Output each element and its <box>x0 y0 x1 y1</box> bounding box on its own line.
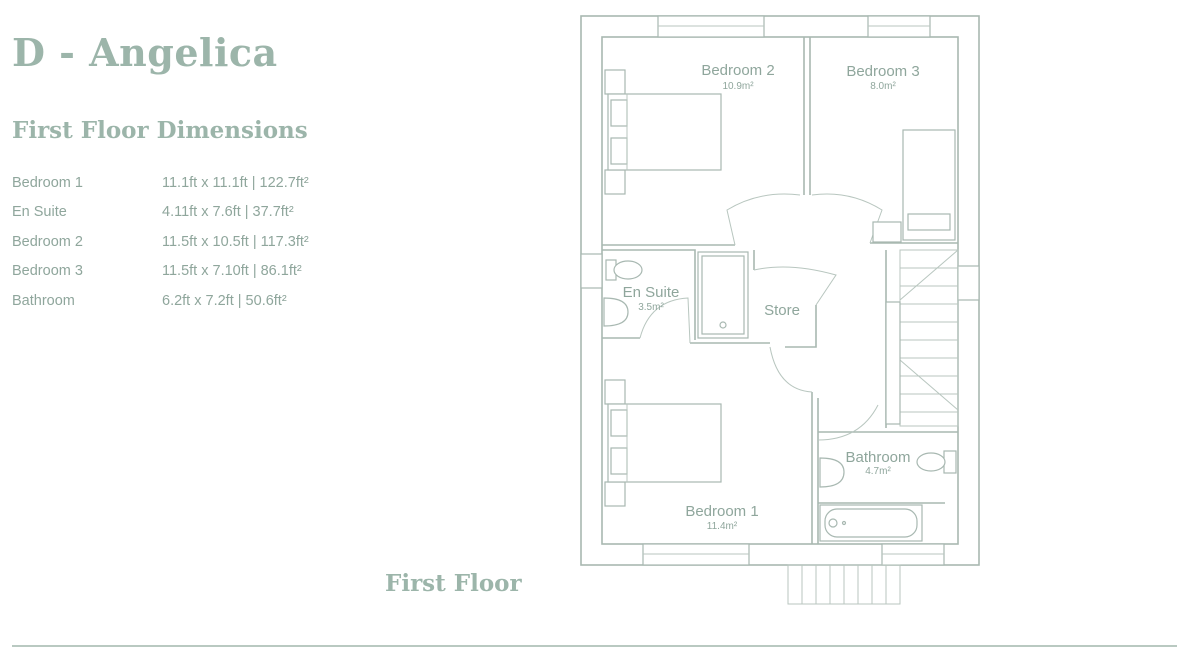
page-title: D - Angelica <box>12 30 278 75</box>
room-area-bedroom-2: 10.9m² <box>722 81 754 92</box>
door-swings <box>639 193 883 441</box>
dimensions-table: Bedroom 1 11.1ft x 11.1ft | 122.7ft² En … <box>12 168 372 316</box>
windows <box>580 15 980 566</box>
bedroom-2-furniture <box>604 69 722 195</box>
dimensions-heading: First Floor Dimensions <box>12 117 308 144</box>
staircase <box>885 249 959 427</box>
dimension-room: Bedroom 2 <box>12 233 83 250</box>
bedroom-3-furniture <box>872 129 956 243</box>
dimension-room: Bathroom <box>12 292 75 309</box>
dimension-value: 11.1ft x 11.1ft | 122.7ft² <box>162 174 309 191</box>
room-label-bedroom-3: Bedroom 3 <box>846 63 919 80</box>
room-label-bedroom-2: Bedroom 2 <box>701 62 774 79</box>
room-label-bathroom: Bathroom <box>845 449 910 466</box>
dimension-row: Bedroom 2 11.5ft x 10.5ft | 117.3ft² <box>12 227 372 257</box>
dimension-row: En Suite 4.11ft x 7.6ft | 37.7ft² <box>12 198 372 228</box>
bathroom-fixtures <box>819 450 957 542</box>
dimension-room: Bedroom 1 <box>12 174 83 191</box>
room-label-store: Store <box>764 302 800 319</box>
ensuite-fixtures <box>603 251 749 339</box>
dimension-room: En Suite <box>12 204 67 221</box>
room-label-en-suite: En Suite <box>623 284 680 301</box>
dimension-room: Bedroom 3 <box>12 263 83 280</box>
dimension-row: Bedroom 3 11.5ft x 7.10ft | 86.1ft² <box>12 257 372 287</box>
room-label-bedroom-1: Bedroom 1 <box>685 503 758 520</box>
room-area-bathroom: 4.7m² <box>865 466 891 477</box>
bottom-divider <box>12 645 1177 647</box>
dimension-value: 6.2ft x 7.2ft | 50.6ft² <box>162 292 287 309</box>
room-area-bedroom-1: 11.4m² <box>707 521 738 532</box>
floor-label: First Floor <box>385 570 522 597</box>
dimension-row: Bathroom 6.2ft x 7.2ft | 50.6ft² <box>12 286 372 316</box>
dimension-value: 11.5ft x 10.5ft | 117.3ft² <box>162 233 309 250</box>
room-area-en-suite: 3.5m² <box>638 302 664 313</box>
dimension-row: Bedroom 1 11.1ft x 11.1ft | 122.7ft² <box>12 168 372 198</box>
front-step <box>787 564 901 605</box>
bedroom-1-furniture <box>604 379 722 507</box>
dimension-value: 4.11ft x 7.6ft | 37.7ft² <box>162 204 294 221</box>
room-area-bedroom-3: 8.0m² <box>870 81 896 92</box>
dimension-value: 11.5ft x 7.10ft | 86.1ft² <box>162 263 302 280</box>
